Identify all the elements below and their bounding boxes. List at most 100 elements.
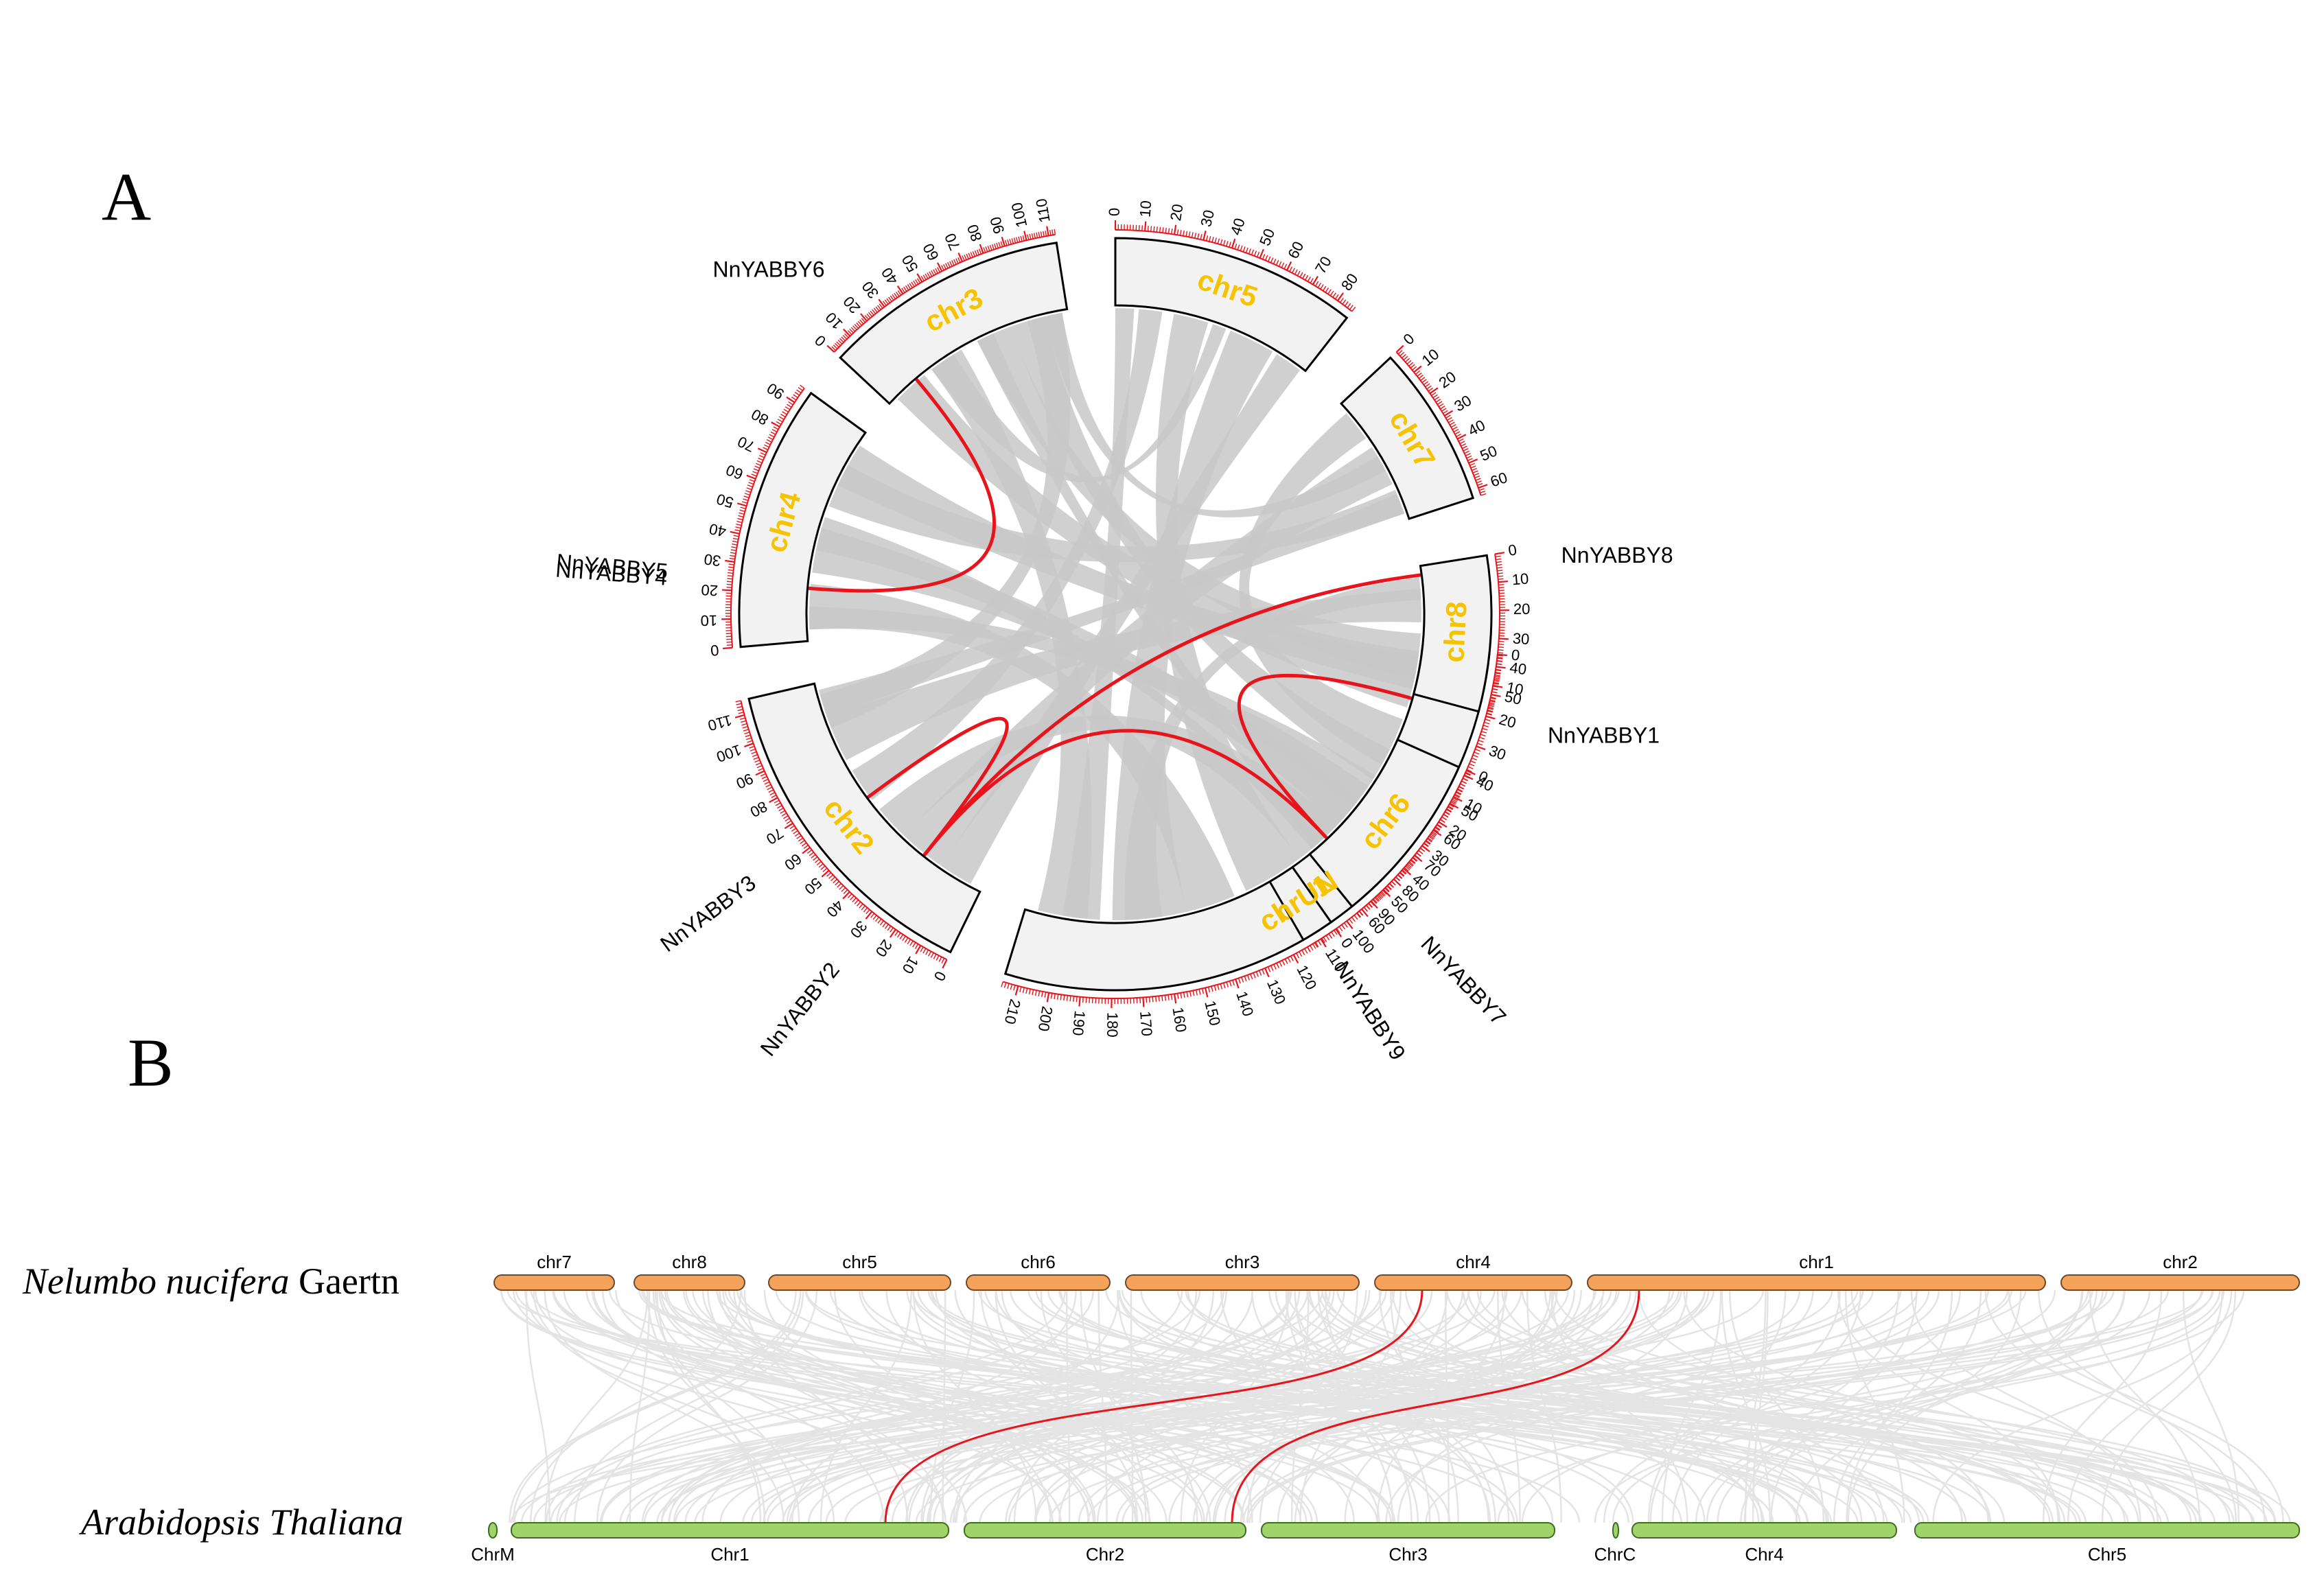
axis-tick — [878, 299, 885, 307]
axis-tick — [922, 274, 927, 281]
tick-label: 90 — [734, 770, 756, 793]
axis-tick — [849, 328, 854, 334]
axis-tick — [1496, 668, 1502, 671]
axis-tick — [1462, 778, 1468, 782]
axis-tick — [1041, 991, 1043, 997]
axis-tick — [1321, 937, 1325, 944]
synteny-link — [2042, 1289, 2163, 1523]
axis-tick — [1494, 677, 1500, 679]
axis-tick — [894, 292, 898, 299]
tick-label: 60 — [1284, 239, 1307, 261]
axis-tick — [1412, 366, 1417, 371]
axis-tick — [1427, 837, 1433, 842]
axis-tick — [1251, 249, 1255, 255]
axis-tick — [1472, 467, 1478, 471]
axis-tick — [1443, 410, 1448, 414]
axis-tick — [1403, 355, 1408, 361]
top-bar-chr4 — [1374, 1274, 1572, 1291]
axis-tick — [752, 753, 758, 758]
axis-tick — [745, 490, 752, 493]
axis-tick — [751, 474, 757, 477]
axis-tick — [962, 255, 965, 261]
axis-tick — [1378, 894, 1382, 900]
axis-tick — [1322, 285, 1327, 292]
axis-tick — [776, 421, 782, 425]
axis-tick — [941, 265, 944, 271]
axis-tick — [1472, 754, 1478, 758]
axis-tick — [771, 421, 780, 428]
axis-tick — [1479, 736, 1485, 740]
axis-tick — [888, 296, 892, 302]
axis-tick — [1259, 248, 1264, 259]
axis-tick — [1250, 974, 1253, 979]
axis-tick — [1275, 259, 1279, 266]
axis-tick — [1457, 788, 1463, 792]
synteny-link — [507, 1289, 2255, 1523]
axis-tick — [850, 896, 855, 900]
axis-tick — [1294, 269, 1298, 275]
axis-tick — [1468, 458, 1478, 464]
axis-tick — [1226, 981, 1229, 987]
axis-tick — [861, 905, 865, 911]
axis-tick — [1038, 990, 1041, 997]
axis-tick — [1201, 988, 1205, 994]
synteny-link — [513, 1289, 1324, 1523]
axis-tick — [1421, 845, 1430, 852]
axis-tick — [739, 509, 745, 513]
axis-tick — [1384, 887, 1389, 893]
axis-tick — [1253, 250, 1257, 257]
axis-tick — [1176, 229, 1179, 235]
axis-tick — [1347, 303, 1351, 308]
axis-tick — [1402, 869, 1407, 874]
axis-tick — [1418, 374, 1424, 379]
axis-tick — [925, 273, 929, 279]
axis-tick — [1292, 268, 1295, 274]
axis-tick — [1395, 344, 1404, 353]
axis-tick — [1284, 959, 1288, 964]
axis-tick — [907, 939, 911, 944]
axis-tick — [835, 880, 839, 886]
synteny-link — [942, 1289, 946, 1523]
synteny-link — [664, 1289, 1308, 1523]
axis-tick — [1489, 703, 1495, 706]
synteny-link — [1721, 1289, 1771, 1523]
axis-tick — [1040, 231, 1043, 237]
axis-tick — [1463, 448, 1469, 452]
axis-tick — [1270, 257, 1274, 264]
axis-tick — [1229, 242, 1231, 248]
axis-tick — [788, 401, 793, 406]
axis-tick — [947, 261, 951, 268]
axis-tick — [736, 705, 743, 709]
synteny-link — [529, 1289, 742, 1523]
axis-tick — [1278, 261, 1282, 267]
axis-tick — [1161, 995, 1163, 1001]
bottom-bar-Chr2 — [964, 1522, 1246, 1539]
axis-tick — [736, 502, 747, 507]
axis-tick — [1198, 989, 1201, 995]
axis-tick — [1235, 979, 1240, 989]
axis-tick — [737, 517, 743, 521]
axis-tick — [1240, 245, 1243, 251]
axis-tick — [1498, 580, 1509, 583]
axis-tick — [1493, 683, 1499, 685]
axis-tick — [1452, 797, 1459, 802]
axis-tick — [1244, 976, 1247, 982]
bottom-bar-Chr4 — [1631, 1522, 1897, 1539]
axis-tick — [814, 858, 820, 863]
synteny-link — [509, 1289, 797, 1523]
axis-tick — [1441, 408, 1447, 412]
axis-tick — [837, 340, 843, 344]
axis-tick — [1467, 766, 1474, 770]
axis-tick — [1477, 743, 1483, 746]
axis-tick — [1234, 243, 1237, 249]
axis-tick — [739, 512, 745, 515]
axis-tick — [1292, 954, 1299, 964]
axis-tick — [730, 554, 736, 557]
synteny-link — [701, 1289, 1095, 1523]
axis-tick — [1483, 725, 1489, 727]
axis-tick — [782, 411, 787, 415]
red-gene-links — [807, 377, 1422, 858]
axis-tick — [794, 832, 800, 837]
synteny-link — [931, 1289, 2202, 1523]
axis-tick — [745, 734, 751, 738]
